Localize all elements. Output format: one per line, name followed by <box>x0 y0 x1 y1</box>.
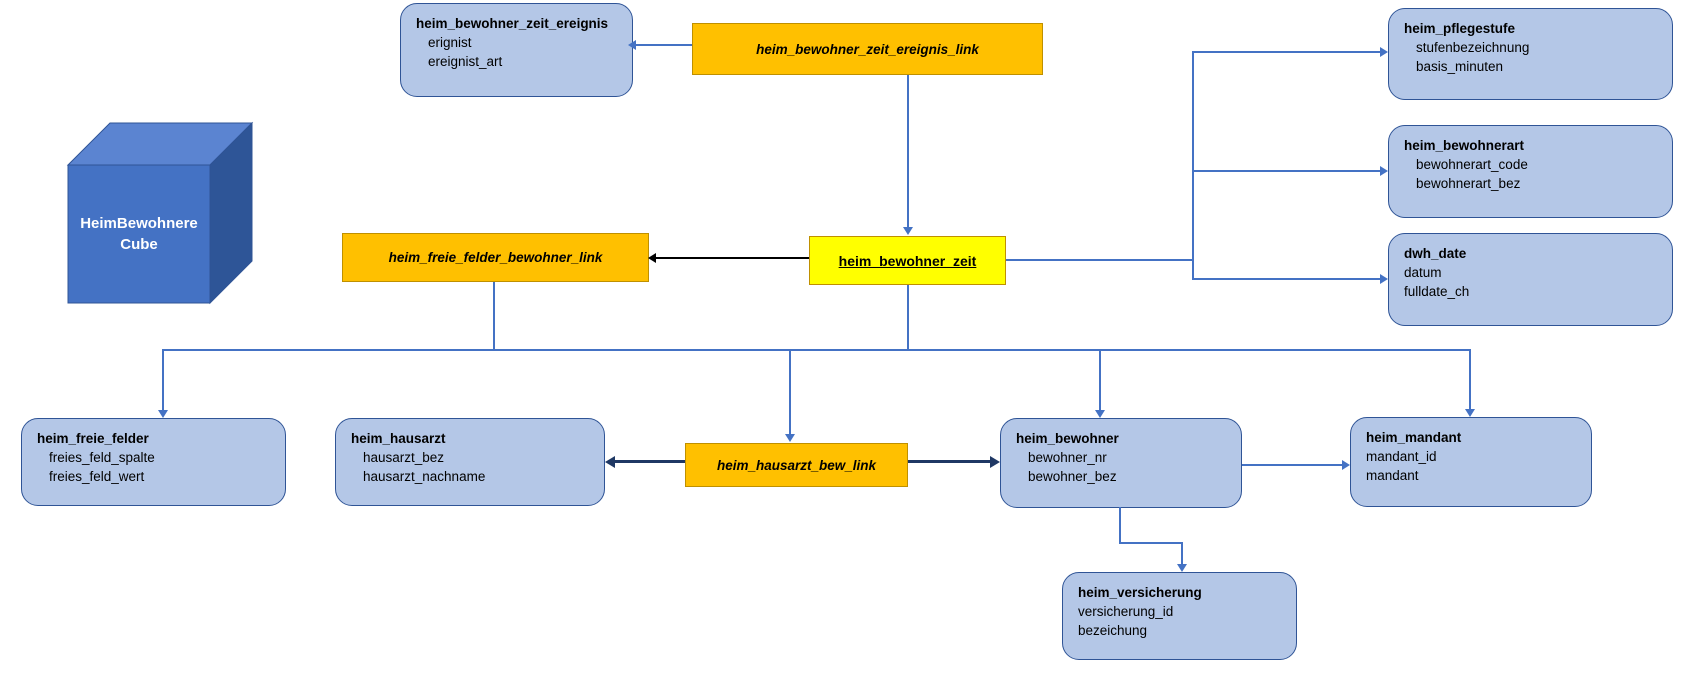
cube-shape[interactable] <box>60 115 260 310</box>
connector-branch-vertical <box>1192 51 1194 280</box>
connector-bus-horizontal <box>162 349 1471 351</box>
connector-branch-to-dwhdate <box>1192 278 1380 280</box>
entity-title: heim_versicherung <box>1078 585 1202 600</box>
entity-attribute: freies_feld_wert <box>49 469 145 484</box>
entity-heim-pflegestufe[interactable]: heim_pflegestufe stufenbezeichnung basis… <box>1388 8 1673 100</box>
entity-heim-freie-felder[interactable]: heim_freie_felder freies_feld_spalte fre… <box>21 418 286 506</box>
entity-attribute: mandant <box>1366 468 1419 483</box>
entity-dwh-date[interactable]: dwh_date datum fulldate_ch <box>1388 233 1673 326</box>
entity-attribute: versicherung_id <box>1078 604 1174 619</box>
entity-title: heim_pflegestufe <box>1404 21 1516 36</box>
connector-hausarztlink-to-bewohner <box>908 460 991 463</box>
connector-bewohner-to-versicherung-seg3 <box>1181 542 1183 565</box>
entity-heim-versicherung[interactable]: heim_versicherung versicherung_id bezeic… <box>1062 572 1297 660</box>
entity-attribute: freies_feld_spalte <box>49 450 155 465</box>
arrowhead-down-icon <box>1465 409 1475 417</box>
entity-attribute: hausarzt_nachname <box>363 469 486 484</box>
entity-title: heim_freie_felder <box>37 431 149 446</box>
entity-attribute: stufenbezeichnung <box>1416 40 1530 55</box>
entity-title: heim_mandant <box>1366 430 1462 445</box>
fact-label: heim_bewohner_zeit <box>838 252 977 269</box>
link-label: heim_freie_felder_bewohner_link <box>388 250 603 265</box>
connector-bus-to-freiefelder <box>162 349 164 410</box>
connector-ereignislink-to-ereignis <box>636 44 692 46</box>
entity-heim-hausarzt[interactable]: heim_hausarzt hausarzt_bez hausarzt_nach… <box>335 418 605 506</box>
entity-attribute: fulldate_ch <box>1404 284 1470 299</box>
connector-bewohner-to-versicherung-seg2 <box>1119 542 1183 544</box>
arrowhead-down-icon <box>1095 410 1105 418</box>
connector-fact-to-bus <box>907 285 909 351</box>
cube-label-line1: HeimBewohnere <box>80 215 198 232</box>
link-heim-hausarzt-bew-link[interactable]: heim_hausarzt_bew_link <box>685 443 908 487</box>
connector-ereignislink-to-fact <box>907 75 909 227</box>
connector-branch-to-pflegestufe <box>1192 51 1380 53</box>
arrowhead-down-icon <box>158 410 168 418</box>
entity-attribute: hausarzt_bez <box>363 450 445 465</box>
connector-fact-to-freiefelderlink <box>655 257 809 259</box>
arrowhead-left-icon <box>605 456 615 468</box>
connector-fact-to-branch <box>1006 259 1194 261</box>
entity-attribute: bezeichung <box>1078 623 1148 638</box>
cube-label-line2: Cube <box>120 236 158 253</box>
arrowhead-right-icon <box>1380 47 1388 57</box>
arrowhead-down-icon <box>785 434 795 442</box>
connector-branch-to-bewohnerart <box>1192 170 1380 172</box>
link-label: heim_bewohner_zeit_ereignis_link <box>756 41 979 57</box>
arrowhead-down-icon <box>1177 564 1187 572</box>
connector-bus-to-bewohner <box>1099 349 1101 410</box>
entity-heim-bewohner[interactable]: heim_bewohner bewohner_nr bewohner_bez <box>1000 418 1242 508</box>
entity-attribute: bewohnerart_bez <box>1416 176 1521 191</box>
entity-title: heim_bewohnerart <box>1404 138 1525 153</box>
link-heim-freie-felder-bewohner-link[interactable]: heim_freie_felder_bewohner_link <box>342 233 649 282</box>
entity-heim-bewohnerart[interactable]: heim_bewohnerart bewohnerart_code bewohn… <box>1388 125 1673 218</box>
arrowhead-right-icon <box>1380 274 1388 284</box>
entity-title: dwh_date <box>1404 246 1467 261</box>
entity-title: heim_bewohner_zeit_ereignis <box>416 16 609 31</box>
connector-bewohner-to-versicherung-seg1 <box>1119 507 1121 544</box>
arrowhead-right-icon <box>1342 460 1350 470</box>
connector-freiefelderlink-to-bus <box>493 282 495 351</box>
arrowhead-down-icon <box>903 227 913 235</box>
entity-attribute: bewohner_bez <box>1028 469 1117 484</box>
arrowhead-right-icon <box>1380 166 1388 176</box>
entity-attribute: bewohner_nr <box>1028 450 1107 465</box>
cube-label: HeimBewohnere Cube <box>68 165 210 303</box>
arrowhead-right-icon <box>990 456 1000 468</box>
entity-attribute: mandant_id <box>1366 449 1437 464</box>
connector-hausarztlink-to-hausarzt <box>614 460 685 463</box>
entity-attribute: erignist <box>428 35 472 50</box>
entity-attribute: datum <box>1404 265 1442 280</box>
entity-attribute: ereignist_art <box>428 54 503 69</box>
connector-bus-to-mandant <box>1469 349 1471 409</box>
entity-heim-bewohner-zeit-ereignis[interactable]: heim_bewohner_zeit_ereignis erignist ere… <box>400 3 633 97</box>
arrowhead-left-icon <box>628 40 636 50</box>
link-label: heim_hausarzt_bew_link <box>716 457 877 473</box>
entity-title: heim_bewohner <box>1016 431 1119 446</box>
entity-heim-mandant[interactable]: heim_mandant mandant_id mandant <box>1350 417 1592 507</box>
connector-bewohner-to-mandant <box>1242 464 1342 466</box>
entity-title: heim_hausarzt <box>351 431 446 446</box>
link-heim-bewohner-zeit-ereignis-link[interactable]: heim_bewohner_zeit_ereignis_link <box>692 23 1043 75</box>
entity-attribute: bewohnerart_code <box>1416 157 1528 172</box>
fact-heim-bewohner-zeit[interactable]: heim_bewohner_zeit <box>809 236 1006 285</box>
connector-bus-to-hausarztlink <box>789 349 791 434</box>
entity-attribute: basis_minuten <box>1416 59 1504 74</box>
arrowhead-left-icon <box>648 253 656 263</box>
